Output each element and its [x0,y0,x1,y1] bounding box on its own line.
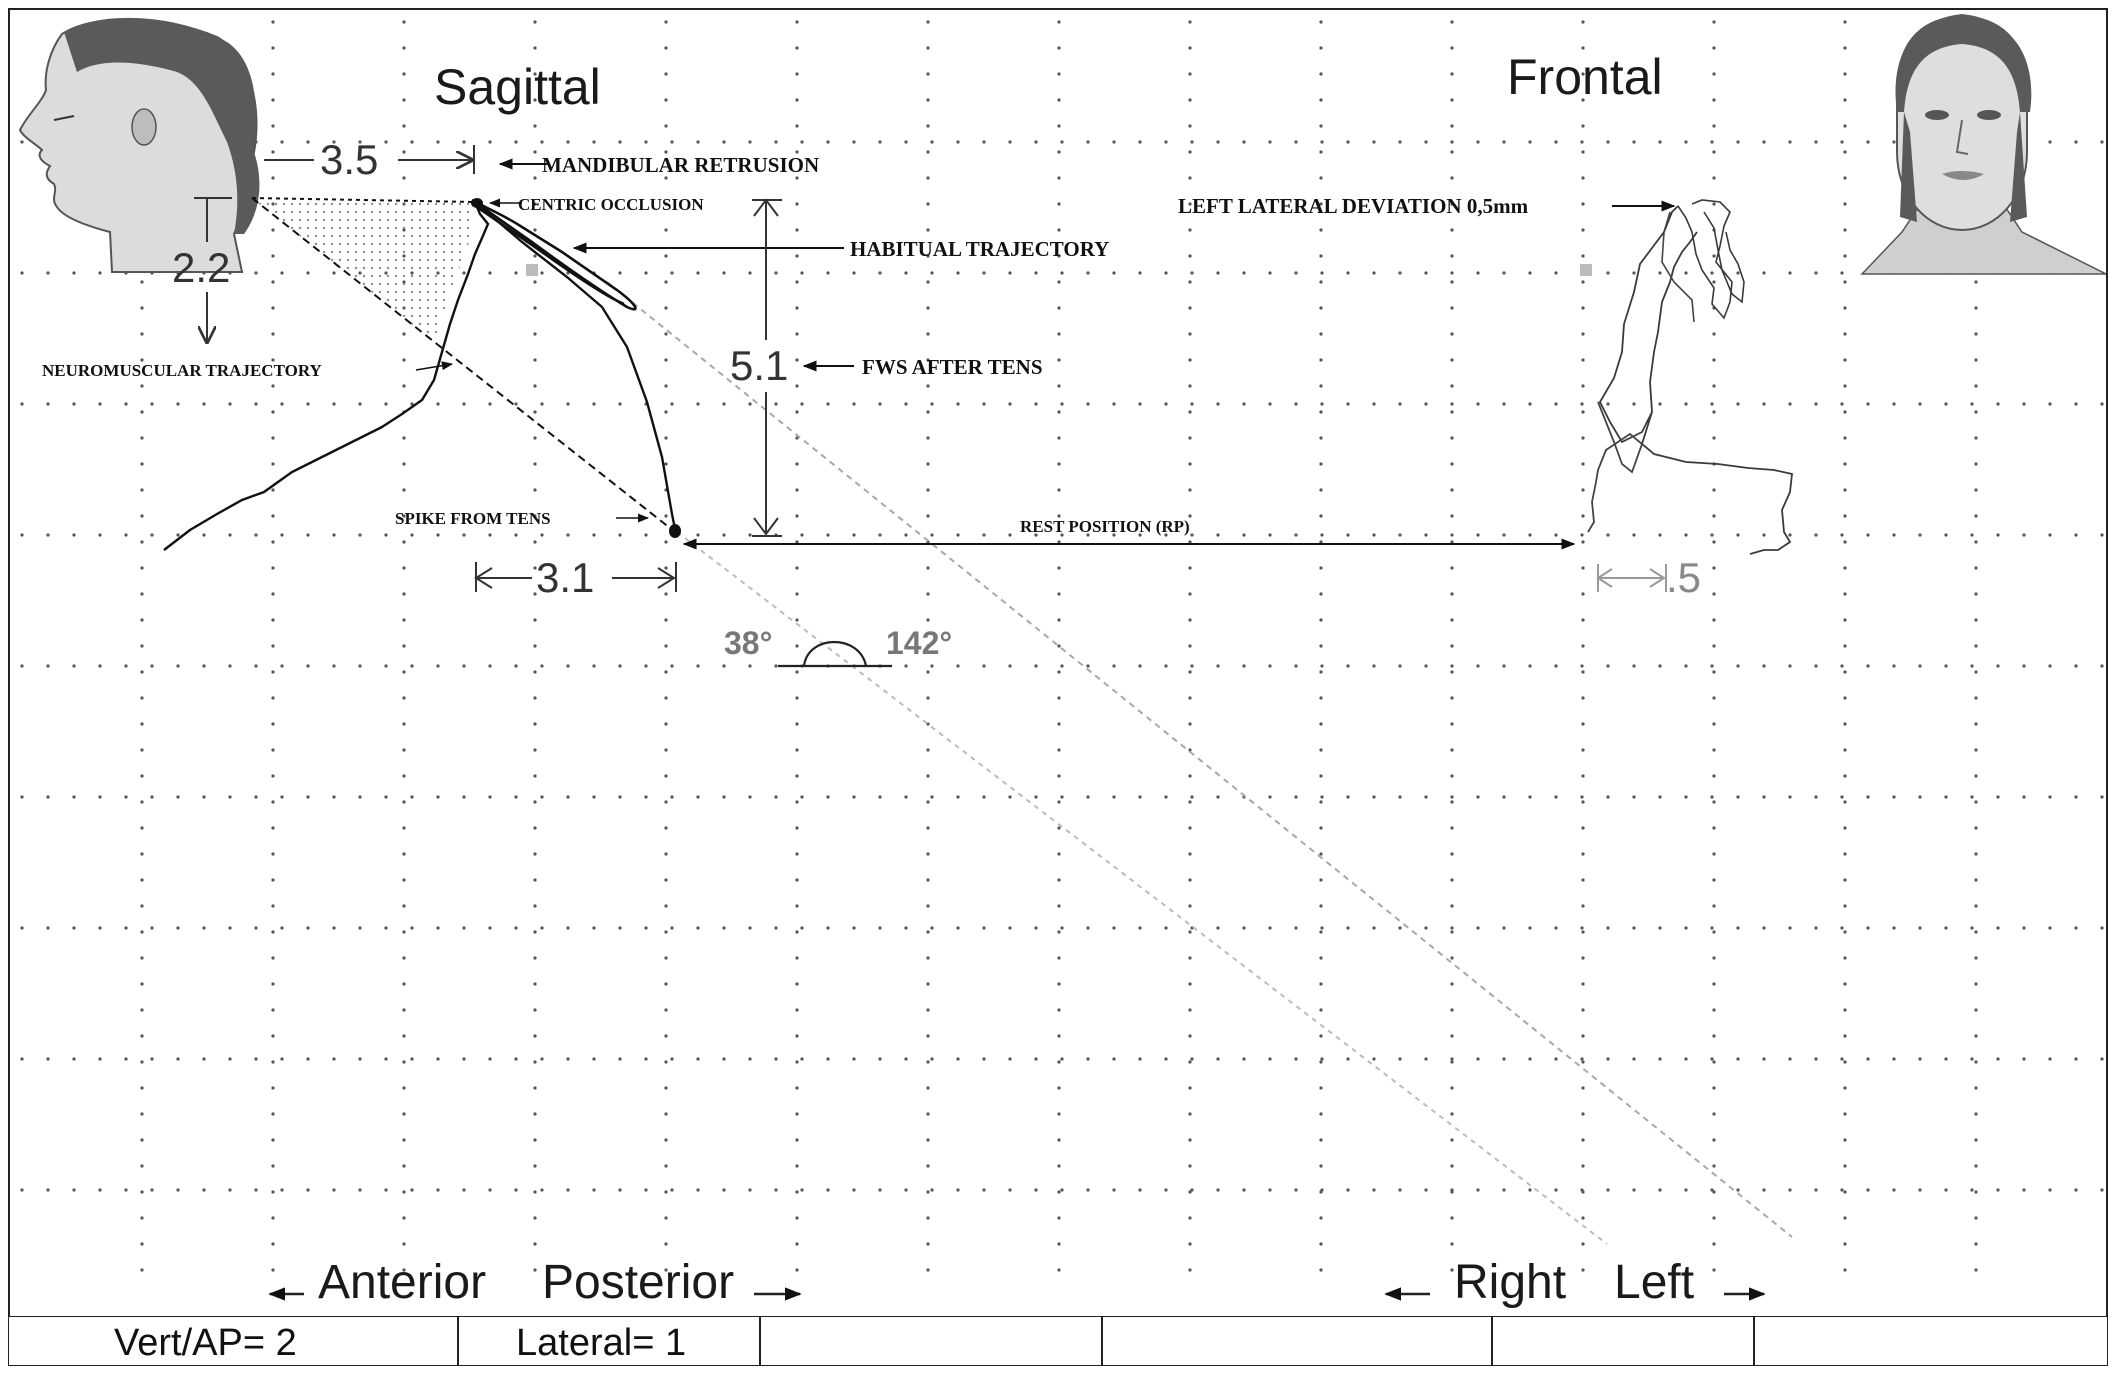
anterior-label: Anterior [318,1256,486,1309]
lateral-status: Lateral= 1 [516,1322,686,1364]
mandibular-retrusion-label: MANDIBULAR RETRUSION [542,153,819,177]
rest-position-label: REST POSITION (RP) [1020,517,1190,536]
posterior-return-trace [474,201,678,535]
fws-value: 5.1 [730,342,788,389]
guide-line-1 [606,281,1793,1238]
sagittal-traces [163,198,681,551]
neuromuscular-area [252,198,476,342]
sagittal-head-icon [18,17,260,273]
fws-dimension [752,198,782,537]
spike-offset-value: 3.1 [536,554,594,601]
vertical-drop-value: 2.2 [172,244,230,291]
right-label: Right [1454,1256,1566,1309]
centric-occlusion-label: CENTRIC OCCLUSION [518,195,704,214]
sagittal-title: Sagittal [434,59,601,115]
retrusion-dimension [264,145,475,174]
vert-ap-status: Vert/AP= 2 [114,1322,297,1364]
neuromuscular-trajectory-trace [163,201,490,551]
diagram-frame: Sagittal Frontal 3.5 MANDIBULAR RETRUSIO… [8,8,2108,1366]
angle-right-value: 142° [886,625,952,661]
left-lateral-deviation-label: LEFT LATERAL DEVIATION 0,5mm [1178,194,1529,218]
spike-from-tens-label: SPIKE FROM TENS [395,509,551,528]
frontal-offset-dimension [1596,564,1667,592]
neuromuscular-dashed-line [251,197,676,533]
frontal-title: Frontal [1507,49,1663,105]
vertical-drop-dimension [194,197,232,342]
habitual-trajectory-loop [471,198,637,311]
dotted-top-line [251,197,476,203]
status-bar: Vert/AP= 2 Lateral= 1 [8,1316,2108,1366]
left-label: Left [1614,1256,1694,1309]
neuromuscular-trajectory-label: NEUROMUSCULAR TRAJECTORY [42,361,322,380]
kinesiograph-diagram: Sagittal Frontal 3.5 MANDIBULAR RETRUSIO… [18,14,2106,1309]
retrusion-value: 3.5 [320,136,378,183]
spike-offset-dimension [474,562,677,592]
frontal-offset-value: .5 [1666,554,1701,601]
fws-after-tens-label: FWS AFTER TENS [862,355,1043,379]
posterior-label: Posterior [542,1256,734,1309]
frontal-trace [526,199,1793,555]
guide-line-2 [676,531,1608,1245]
habitual-trajectory-label: HABITUAL TRAJECTORY [850,237,1109,261]
frontal-face-icon [1860,14,2106,275]
angle-protractor [778,641,892,668]
angle-left-value: 38° [724,625,772,661]
